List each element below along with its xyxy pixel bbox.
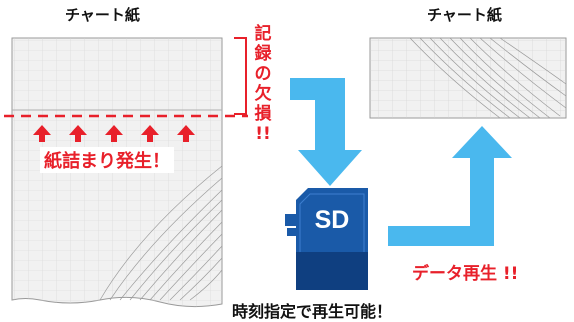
- char: の: [254, 64, 272, 84]
- curve-lines-right: [409, 37, 567, 119]
- right-chart-paper: [369, 37, 567, 119]
- char: 欠: [254, 84, 272, 104]
- arrow-to-sd: [290, 78, 362, 186]
- left-chart-title: チャート紙: [65, 6, 140, 24]
- right-chart-title: チャート紙: [427, 6, 502, 24]
- loss-bracket: [234, 37, 247, 115]
- record-loss-label: 記 録 の 欠 損 !!: [253, 24, 273, 144]
- char: 記: [254, 24, 272, 44]
- sd-card-icon: [285, 188, 368, 290]
- arrow-to-right-chart: [388, 126, 512, 246]
- char: 録: [254, 44, 272, 64]
- up-arrow-icon: [33, 125, 195, 142]
- data-playback-label: データ再生 !!: [412, 264, 519, 284]
- paper-jam-label: 紙詰まり発生！: [40, 147, 174, 173]
- exclaim: !!: [255, 124, 271, 144]
- curve-lines-left: [99, 165, 223, 301]
- caption: 時刻指定で再生可能！: [232, 302, 393, 321]
- sd-label: SD: [314, 206, 350, 234]
- char: 損: [254, 104, 272, 124]
